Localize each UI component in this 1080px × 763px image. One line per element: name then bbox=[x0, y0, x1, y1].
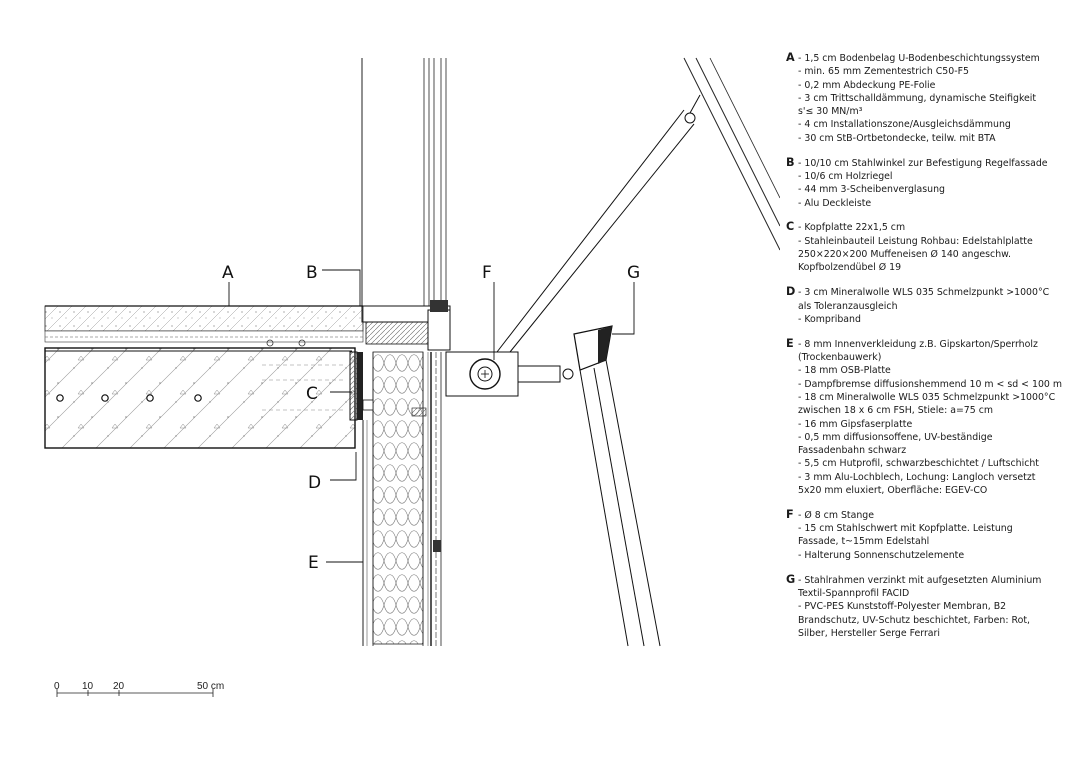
legend-line: Kopfplatte 22x1,5 cm bbox=[798, 221, 1076, 234]
scale-label-10: 10 bbox=[82, 681, 94, 692]
scale-bar: 0 10 20 50 cm bbox=[54, 681, 224, 697]
legend-line: min. 65 mm Zementestrich C50-F5 bbox=[798, 65, 1076, 78]
legend-line: 3 mm Alu-Lochblech, Lochung: Langloch ve… bbox=[798, 471, 1076, 484]
callout-F: F bbox=[482, 263, 492, 283]
membrane-frame bbox=[573, 57, 780, 647]
callout-D: D bbox=[308, 473, 321, 493]
legend-line: Fassade, t~15mm Edelstahl bbox=[798, 536, 930, 548]
legend-group-e: E 8 mm Innenverkleidung z.B. Gipskarton/S… bbox=[786, 336, 1076, 498]
legend-line: Silber, Hersteller Serge Ferrari bbox=[798, 627, 941, 639]
legend-line: 10/10 cm Stahlwinkel zur Befestigung Reg… bbox=[798, 157, 1076, 170]
legend-group-c: CKopfplatte 22x1,5 cmStahleinbauteil Lei… bbox=[786, 220, 1076, 274]
legend-line: PVC-PES Kunststoff-Polyester Membran, B2 bbox=[798, 600, 1076, 613]
legend-group-b: B10/10 cm Stahlwinkel zur Befestigung Re… bbox=[786, 155, 1076, 210]
callout-A: A bbox=[222, 263, 234, 283]
section-drawing: A B C D E F G 0 10 20 50 cm bbox=[44, 57, 780, 697]
legend-group-a: A1,5 cm Bodenbelag U-Bodenbeschichtungss… bbox=[786, 51, 1076, 145]
legend-line: 15 cm Stahlschwert mit Kopfplatte. Leist… bbox=[798, 522, 1076, 535]
legend-letter: B bbox=[786, 155, 795, 169]
legend-line: 10/6 cm Holzriegel bbox=[798, 170, 1076, 183]
legend-line: Halterung Sonnenschutzelemente bbox=[798, 549, 1076, 562]
legend-group-g: GStahlrahmen verzinkt mit aufgesetzten A… bbox=[786, 572, 1076, 640]
callout-G: G bbox=[627, 263, 640, 283]
legend-letter: D bbox=[786, 285, 796, 299]
callout-B: B bbox=[306, 263, 318, 283]
legend-line: 5,5 cm Hutprofil, schwarzbeschichtet / L… bbox=[798, 457, 1076, 470]
legend-line: Brandschutz, UV-Schutz beschichtet, Farb… bbox=[798, 614, 1030, 626]
scale-label-20: 20 bbox=[113, 681, 125, 692]
legend-line: Stahlrahmen verzinkt mit aufgesetzten Al… bbox=[798, 574, 1076, 587]
legend-line: Kompriband bbox=[798, 313, 1076, 326]
legend-line: als Toleranzausgleich bbox=[798, 300, 898, 312]
legend-line: (Trockenbauwerk) bbox=[798, 352, 882, 364]
legend-line: Kopfbolzendübel Ø 19 bbox=[798, 262, 902, 274]
legend-line: 16 mm Gipsfaserplatte bbox=[798, 418, 1076, 431]
legend-line: Fassadenbahn schwarz bbox=[798, 445, 907, 457]
legend-line: 0,5 mm diffusionsoffene, UV-beständige bbox=[798, 431, 1076, 444]
callout-E: E bbox=[308, 553, 319, 573]
legend-line: 1,5 cm Bodenbelag U-Bodenbeschichtungssy… bbox=[798, 52, 1076, 65]
legend-line: 18 cm Mineralwolle WLS 035 Schmelzpunkt … bbox=[798, 391, 1076, 404]
legend-line: 5x20 mm eluxiert, Oberfläche: EGEV-CO bbox=[798, 484, 988, 496]
legend-line: 3 cm Trittschalldämmung, dynamische Stei… bbox=[798, 92, 1076, 105]
exterior-wall bbox=[362, 351, 442, 646]
callout-C: C bbox=[306, 384, 318, 404]
floor-slab bbox=[44, 305, 364, 449]
legend-line: 8 mm Innenverkleidung z.B. Gipskarton/Sp… bbox=[798, 338, 1076, 351]
legend-line: Textil-Spannprofil FACID bbox=[798, 587, 910, 599]
sunshade-bracket bbox=[445, 94, 701, 397]
legend-line: Alu Deckleiste bbox=[798, 197, 1076, 210]
legend-letter: E bbox=[786, 336, 794, 350]
legend-letter: F bbox=[786, 507, 794, 521]
legend-line: zwischen 18 x 6 cm FSH, Stiele: a=75 cm bbox=[798, 405, 994, 417]
scale-label-50: 50 cm bbox=[197, 681, 224, 692]
legend-line: Dampfbremse diffusionshemmend 10 m < sd … bbox=[798, 378, 1076, 391]
legend-line: 18 mm OSB-Platte bbox=[798, 364, 1076, 377]
legend-group-d: D3 cm Mineralwolle WLS 035 Schmelzpunkt … bbox=[786, 285, 1076, 326]
legend: A1,5 cm Bodenbelag U-Bodenbeschichtungss… bbox=[786, 51, 1076, 652]
scale-label-0: 0 bbox=[54, 681, 60, 692]
legend-line: Ø 8 cm Stange bbox=[798, 509, 1076, 522]
leader-lines bbox=[228, 269, 635, 563]
legend-group-f: F Ø 8 cm Stange15 cm Stahlschwert mit Kop… bbox=[786, 507, 1076, 562]
legend-line: s'≤ 30 MN/m³ bbox=[798, 106, 863, 118]
legend-letter: C bbox=[786, 220, 795, 234]
legend-line: 44 mm 3-Scheibenverglasung bbox=[798, 183, 1076, 196]
legend-line: 4 cm Installationszone/Ausgleichsdämmung bbox=[798, 118, 1076, 131]
legend-letter: G bbox=[786, 572, 796, 586]
legend-letter: A bbox=[786, 51, 795, 64]
legend-line: 0,2 mm Abdeckung PE-Folie bbox=[798, 79, 1076, 92]
curtain-wall bbox=[361, 58, 451, 351]
legend-line: 250×220×200 Muffeneisen Ø 140 angeschw. bbox=[798, 249, 1011, 261]
legend-line: 30 cm StB-Ortbetondecke, teilw. mit BTA bbox=[798, 132, 1076, 145]
steel-plate bbox=[349, 351, 363, 421]
legend-line: Stahleinbauteil Leistung Rohbau: Edelsta… bbox=[798, 235, 1076, 248]
legend-line: 3 cm Mineralwolle WLS 035 Schmelzpunkt >… bbox=[798, 286, 1076, 299]
